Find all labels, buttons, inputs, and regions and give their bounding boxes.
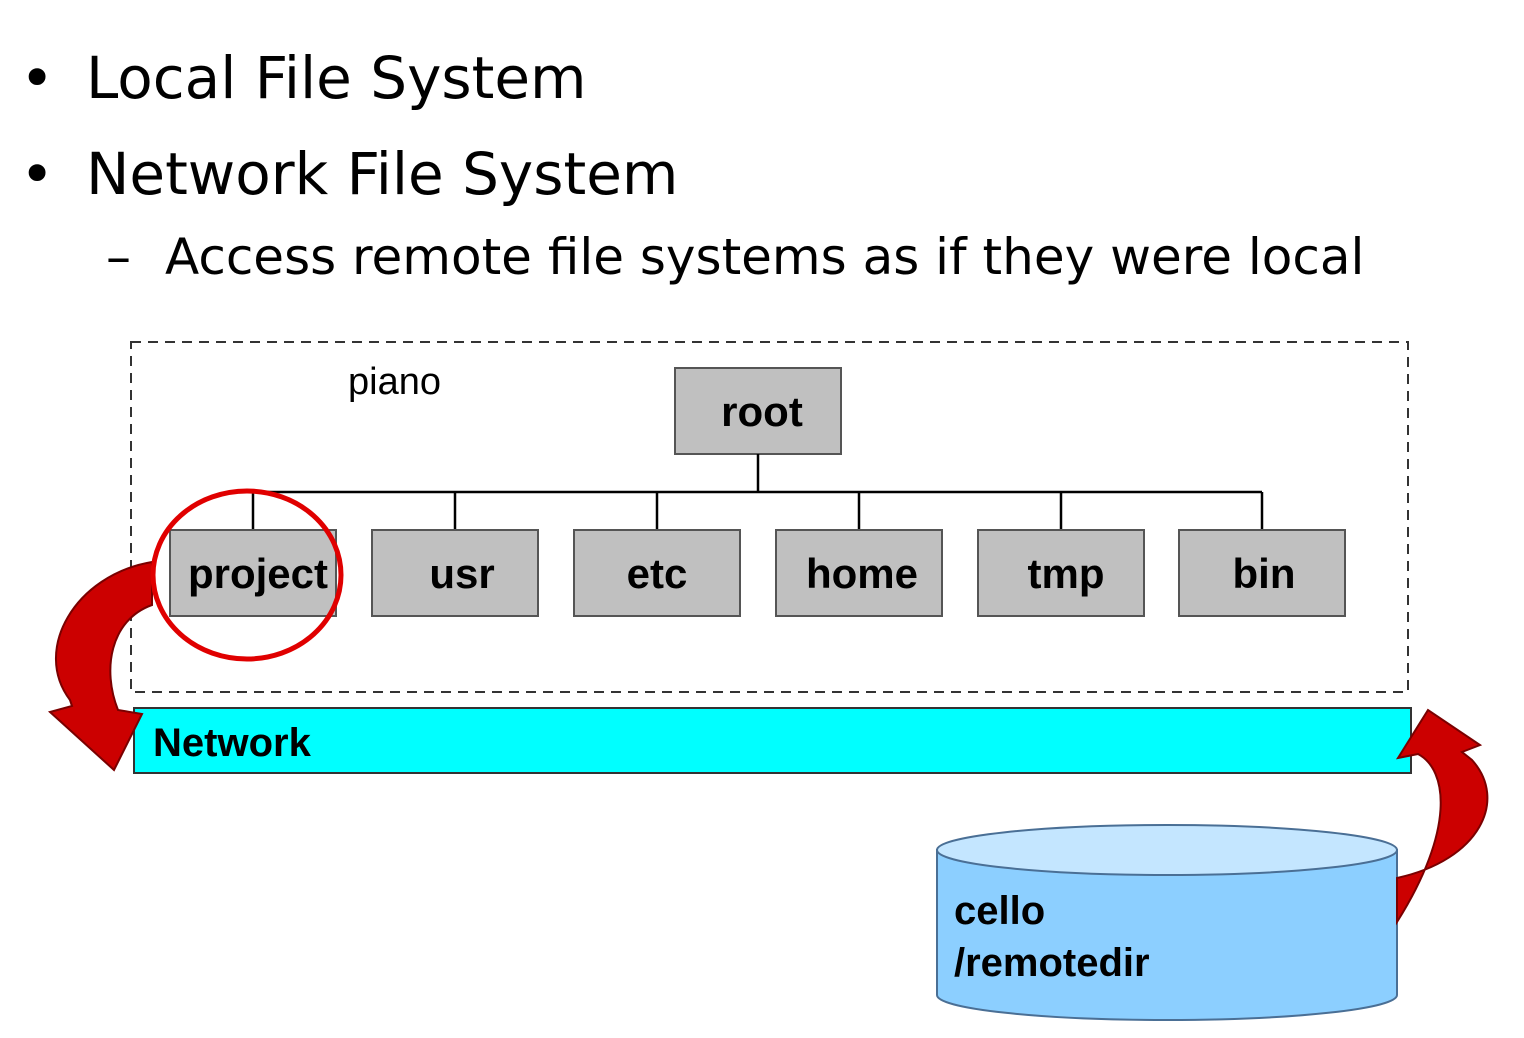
dir-tmp[interactable]: tmp (977, 529, 1145, 617)
bullet-text: Local File System (86, 44, 587, 112)
root-node[interactable]: root (674, 367, 842, 455)
bullet-marker: • (20, 44, 55, 112)
remote-disk[interactable]: cello /remotedir (936, 824, 1398, 1021)
network-label: Network (153, 721, 312, 765)
dir-project[interactable]: project (169, 529, 337, 617)
dir-usr[interactable]: usr (371, 529, 539, 617)
network-bar: Network (133, 707, 1412, 774)
dir-label: usr (429, 550, 494, 597)
bullet-marker: • (20, 140, 55, 208)
remote-dir-label: /remotedir (954, 941, 1150, 985)
root-label: root (721, 388, 803, 435)
mount-arrow-right (1395, 708, 1489, 926)
dir-bin[interactable]: bin (1178, 529, 1346, 617)
remote-host-label: cello (954, 889, 1045, 933)
sub-bullet-marker: – (106, 228, 131, 286)
bullet-text: Network File System (86, 140, 679, 208)
highlight-ring (150, 488, 344, 662)
dir-label: bin (1233, 550, 1296, 597)
dir-label: etc (627, 550, 688, 597)
tree-connectors (251, 454, 1264, 530)
host-label: piano (348, 361, 441, 403)
dir-label: project (188, 550, 328, 597)
sub-bullet-text: Access remote file systems as if they we… (165, 228, 1365, 286)
host-boundary (130, 341, 1409, 693)
mount-arrow-left (47, 560, 153, 772)
dir-etc[interactable]: etc (573, 529, 741, 617)
dir-home[interactable]: home (775, 529, 943, 617)
dir-label: tmp (1028, 550, 1105, 597)
dir-label: home (806, 550, 918, 597)
